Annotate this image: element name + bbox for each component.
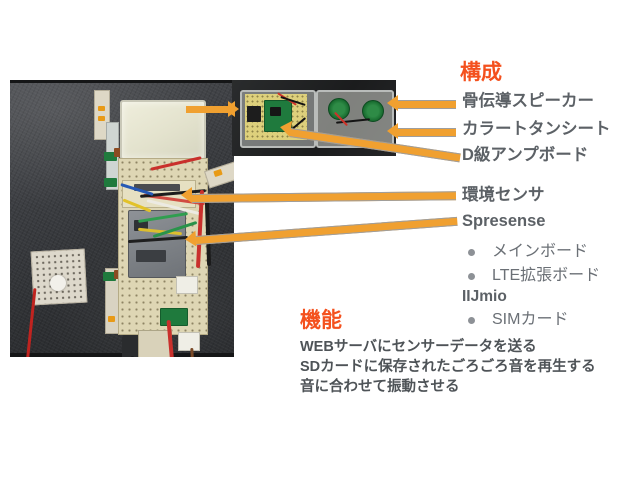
strip-connector-green-a bbox=[104, 152, 117, 161]
photo-edge-top bbox=[10, 80, 234, 83]
callout-label-d-amp: D級アンプボード bbox=[462, 146, 589, 164]
inset-left-arrowhead bbox=[224, 101, 235, 117]
white-connector-a bbox=[176, 276, 198, 294]
callout-arrowhead-tin-sheet bbox=[387, 123, 398, 139]
amp-black-connector bbox=[247, 106, 261, 122]
features-line-2: SDカードに保存されたごろごろ音を再生する bbox=[300, 359, 596, 375]
spresense-connector bbox=[136, 250, 166, 262]
bullet-dot-icon bbox=[468, 316, 475, 324]
structure-heading: 構成 bbox=[460, 61, 502, 84]
callout-label-spresense: Spresense bbox=[462, 212, 546, 230]
strip-connector-green-c bbox=[103, 272, 116, 281]
callout-arrowhead-d-amp bbox=[278, 119, 293, 137]
callout-label-env-sensor: 環境センサ bbox=[462, 186, 545, 204]
bullet-dot-icon bbox=[468, 272, 475, 280]
amp-ic bbox=[270, 107, 281, 116]
strip-led-b bbox=[98, 116, 105, 121]
d-class-amp-board bbox=[264, 100, 292, 132]
callout-arrow-tin-sheet bbox=[398, 128, 456, 137]
callout-arrow-env-sensor bbox=[191, 191, 457, 203]
list-item-mainboard: メインボード bbox=[468, 244, 588, 260]
main-hardware-photo bbox=[10, 80, 234, 357]
callout-label-tin-sheet: カラートタンシート bbox=[462, 120, 611, 138]
list-item-label: メインボード bbox=[492, 243, 589, 260]
bone-conduction-speaker-right bbox=[362, 100, 384, 122]
list-item-sim-card: SIMカード bbox=[468, 312, 568, 328]
strip-led-c bbox=[108, 316, 115, 322]
features-line-1: WEBサーバにセンサーデータを送る bbox=[300, 339, 537, 355]
callout-arrowhead-env-sensor bbox=[181, 187, 192, 203]
list-item-lte-board: LTE拡張ボード bbox=[468, 268, 600, 284]
features-line-3: 音に合わせて振動させる bbox=[300, 379, 460, 395]
strip-led-a bbox=[98, 106, 105, 111]
bullet-dot-icon bbox=[468, 248, 475, 256]
list-item-label: LTE拡張ボード bbox=[492, 267, 601, 284]
bottom-bracket bbox=[138, 330, 172, 357]
photo-internal-arrow-to-inset bbox=[186, 106, 230, 113]
callout-label-bone-speaker: 骨伝導スピーカー bbox=[462, 92, 594, 110]
spresense-ic bbox=[134, 220, 148, 231]
callout-arrowhead-bone-speaker bbox=[387, 95, 398, 111]
lte-header bbox=[134, 184, 180, 191]
callout-arrow-bone-speaker bbox=[398, 100, 456, 109]
small-green-module bbox=[160, 308, 188, 326]
audio-jack bbox=[122, 335, 140, 357]
callout-arrow-spresense bbox=[195, 216, 458, 245]
list-item-label: SIMカード bbox=[492, 311, 569, 328]
bone-conduction-speaker-left bbox=[328, 98, 350, 120]
callout-label-iijmio: IIJmio bbox=[462, 288, 507, 305]
strip-connector-green-b bbox=[104, 178, 117, 187]
features-heading: 機能 bbox=[300, 309, 342, 332]
inset-speaker-amp-photo bbox=[232, 80, 396, 156]
callout-arrowhead-spresense bbox=[184, 230, 197, 248]
white-connector-b bbox=[178, 332, 200, 351]
round-actuator bbox=[50, 275, 66, 291]
